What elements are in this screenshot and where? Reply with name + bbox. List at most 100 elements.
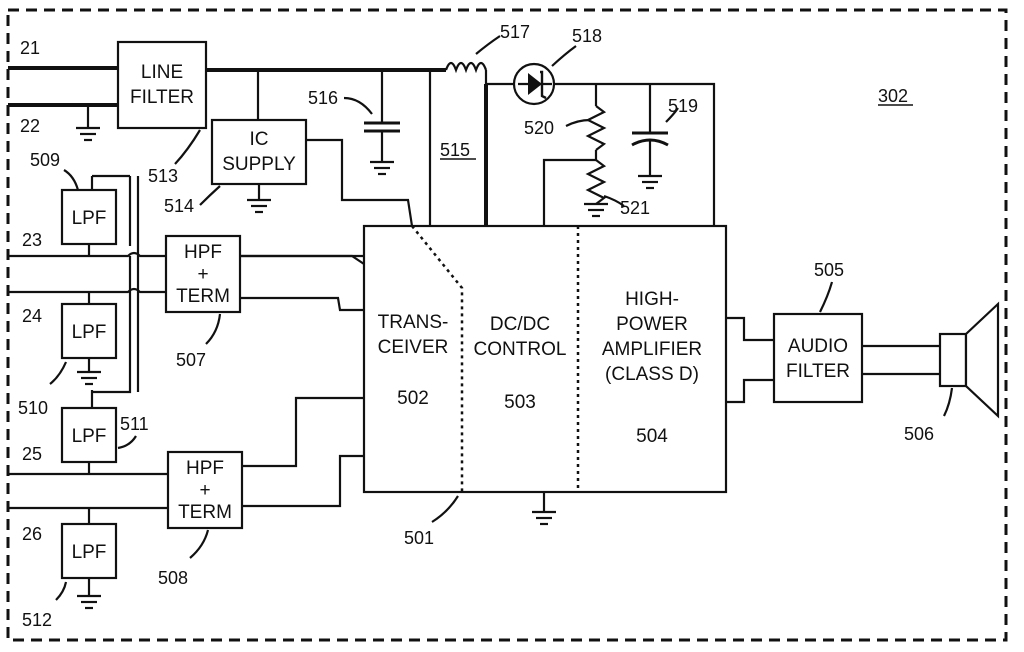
lpf-511-ref-leader	[117, 435, 137, 450]
svg-text:TRANS-: TRANS-	[378, 312, 449, 333]
chip-ref-leader	[431, 495, 459, 523]
inductor-517-ref: 517	[500, 22, 530, 42]
svg-text:CONTROL: CONTROL	[474, 339, 567, 360]
port-24-label: 24	[22, 306, 42, 326]
svg-text:LPF: LPF	[72, 322, 107, 343]
port-23-return-wire	[8, 287, 166, 294]
svg-text:LPF: LPF	[72, 426, 107, 447]
lpf-509-ref-leader	[63, 169, 80, 191]
diode-518-ref-leader	[551, 45, 577, 67]
ground-icon	[77, 370, 101, 386]
inductor-517-icon	[444, 61, 488, 74]
resistor-520-ref: 520	[524, 118, 554, 138]
resistor-520-icon	[585, 105, 607, 151]
lpf-510-ref: 510	[18, 398, 48, 418]
lpf-511-ref: 511	[120, 414, 149, 434]
capacitor-516-ref-leader	[343, 96, 373, 115]
hpf-508-ref-leader	[189, 529, 210, 559]
svg-text:503: 503	[504, 392, 536, 413]
resistor-521-ref-leader	[603, 194, 625, 207]
svg-text:LPF: LPF	[72, 542, 107, 563]
capacitor-519-icon	[631, 131, 669, 147]
ground-icon	[77, 594, 101, 610]
svg-text:504: 504	[636, 426, 668, 447]
chip-ref: 501	[404, 528, 434, 548]
amplifier-output-wire-a	[726, 316, 774, 342]
resistor-520-ref-leader	[565, 118, 591, 127]
ground-icon	[584, 202, 608, 218]
lpf-510-ref-leader	[49, 361, 68, 385]
lpf-511-block: LPF	[60, 406, 118, 464]
amplifier-block: HIGH- POWER AMPLIFIER (CLASS D) 504	[602, 289, 702, 447]
hpf-507-output-wire-a	[240, 254, 365, 265]
ground-icon	[370, 160, 394, 176]
diode-518-ref: 518	[572, 26, 602, 46]
dcdc-control-block: DC/DC CONTROL 503	[474, 314, 567, 413]
ground-icon	[532, 510, 556, 526]
port-23-wire	[8, 251, 364, 258]
svg-text:AMPLIFIER: AMPLIFIER	[602, 339, 702, 360]
port-23-label: 23	[22, 230, 42, 250]
divider-tap-wire	[542, 150, 598, 226]
lpf-509-block: LPF	[60, 188, 118, 246]
speaker-ref-leader	[943, 387, 954, 417]
svg-text:HIGH-: HIGH-	[625, 289, 679, 310]
lpf-512-ref: 512	[22, 610, 52, 630]
lpf-509-ref: 509	[30, 150, 60, 170]
capacitor-519-ref: 519	[668, 96, 698, 116]
lpf-510-block: LPF	[60, 302, 118, 360]
audio-filter-ref: 505	[814, 260, 844, 280]
svg-text:AUDIO: AUDIO	[788, 336, 848, 357]
port-26-label: 26	[22, 524, 42, 544]
svg-text:DC/DC: DC/DC	[490, 314, 550, 335]
hpf-507-ref-leader	[205, 313, 222, 345]
svg-text:HPF: HPF	[186, 458, 224, 479]
line-filter-block: LINE FILTER	[116, 40, 208, 130]
hpf-507-ref: 507	[176, 350, 206, 370]
ic-supply-ref-leader	[199, 185, 221, 206]
transformer-515-ref: 515	[440, 140, 470, 160]
diode-518-icon	[512, 62, 556, 106]
figure-ref-302: 302	[878, 86, 908, 106]
capacitor-516-ref: 516	[308, 88, 338, 108]
amplifier-output-wire-b	[726, 378, 774, 404]
output-rail	[554, 82, 716, 226]
hpf-508-output-wire-a	[242, 396, 364, 468]
ic-supply-ref: 514	[164, 196, 194, 216]
svg-text:TERM: TERM	[176, 286, 230, 307]
svg-text:POWER: POWER	[616, 314, 688, 335]
svg-text:FILTER: FILTER	[130, 87, 194, 108]
lpf-512-ref-leader	[55, 581, 68, 601]
capacitor-516-icon	[364, 121, 400, 133]
ground-icon	[638, 174, 662, 190]
ground-icon	[76, 126, 100, 142]
hpf-507-block: HPF + TERM	[164, 234, 242, 314]
line-filter-ref: 513	[148, 166, 178, 186]
lpf-supply-rail	[90, 174, 132, 408]
port-21-label: 21	[20, 38, 40, 58]
speaker-ref: 506	[904, 424, 934, 444]
svg-text:+: +	[199, 480, 210, 501]
svg-text:HPF: HPF	[184, 242, 222, 263]
transceiver-divider	[411, 225, 464, 492]
ic-supply-output-wire	[306, 138, 414, 227]
port-25-label: 25	[22, 444, 42, 464]
svg-text:CEIVER: CEIVER	[378, 337, 449, 358]
audio-filter-block: AUDIO FILTER	[772, 312, 864, 404]
svg-text:FILTER: FILTER	[786, 361, 850, 382]
hpf-508-output-wire-b	[242, 454, 364, 508]
lpf-512-block: LPF	[60, 522, 118, 580]
svg-text:IC: IC	[250, 129, 269, 150]
svg-text:(CLASS D): (CLASS D)	[605, 364, 699, 385]
speaker-icon	[938, 301, 1000, 419]
chip-501	[362, 224, 728, 494]
transceiver-block: TRANS- CEIVER 502	[378, 312, 449, 409]
audio-filter-ref-leader	[819, 281, 834, 313]
line-filter-ref-leader	[174, 129, 201, 165]
resistor-521-ref: 521	[620, 198, 650, 218]
hpf-507-output-wire-b	[240, 296, 364, 312]
svg-text:LINE: LINE	[141, 62, 183, 83]
inductor-517-ref-leader	[475, 35, 501, 55]
svg-text:LPF: LPF	[72, 208, 107, 229]
